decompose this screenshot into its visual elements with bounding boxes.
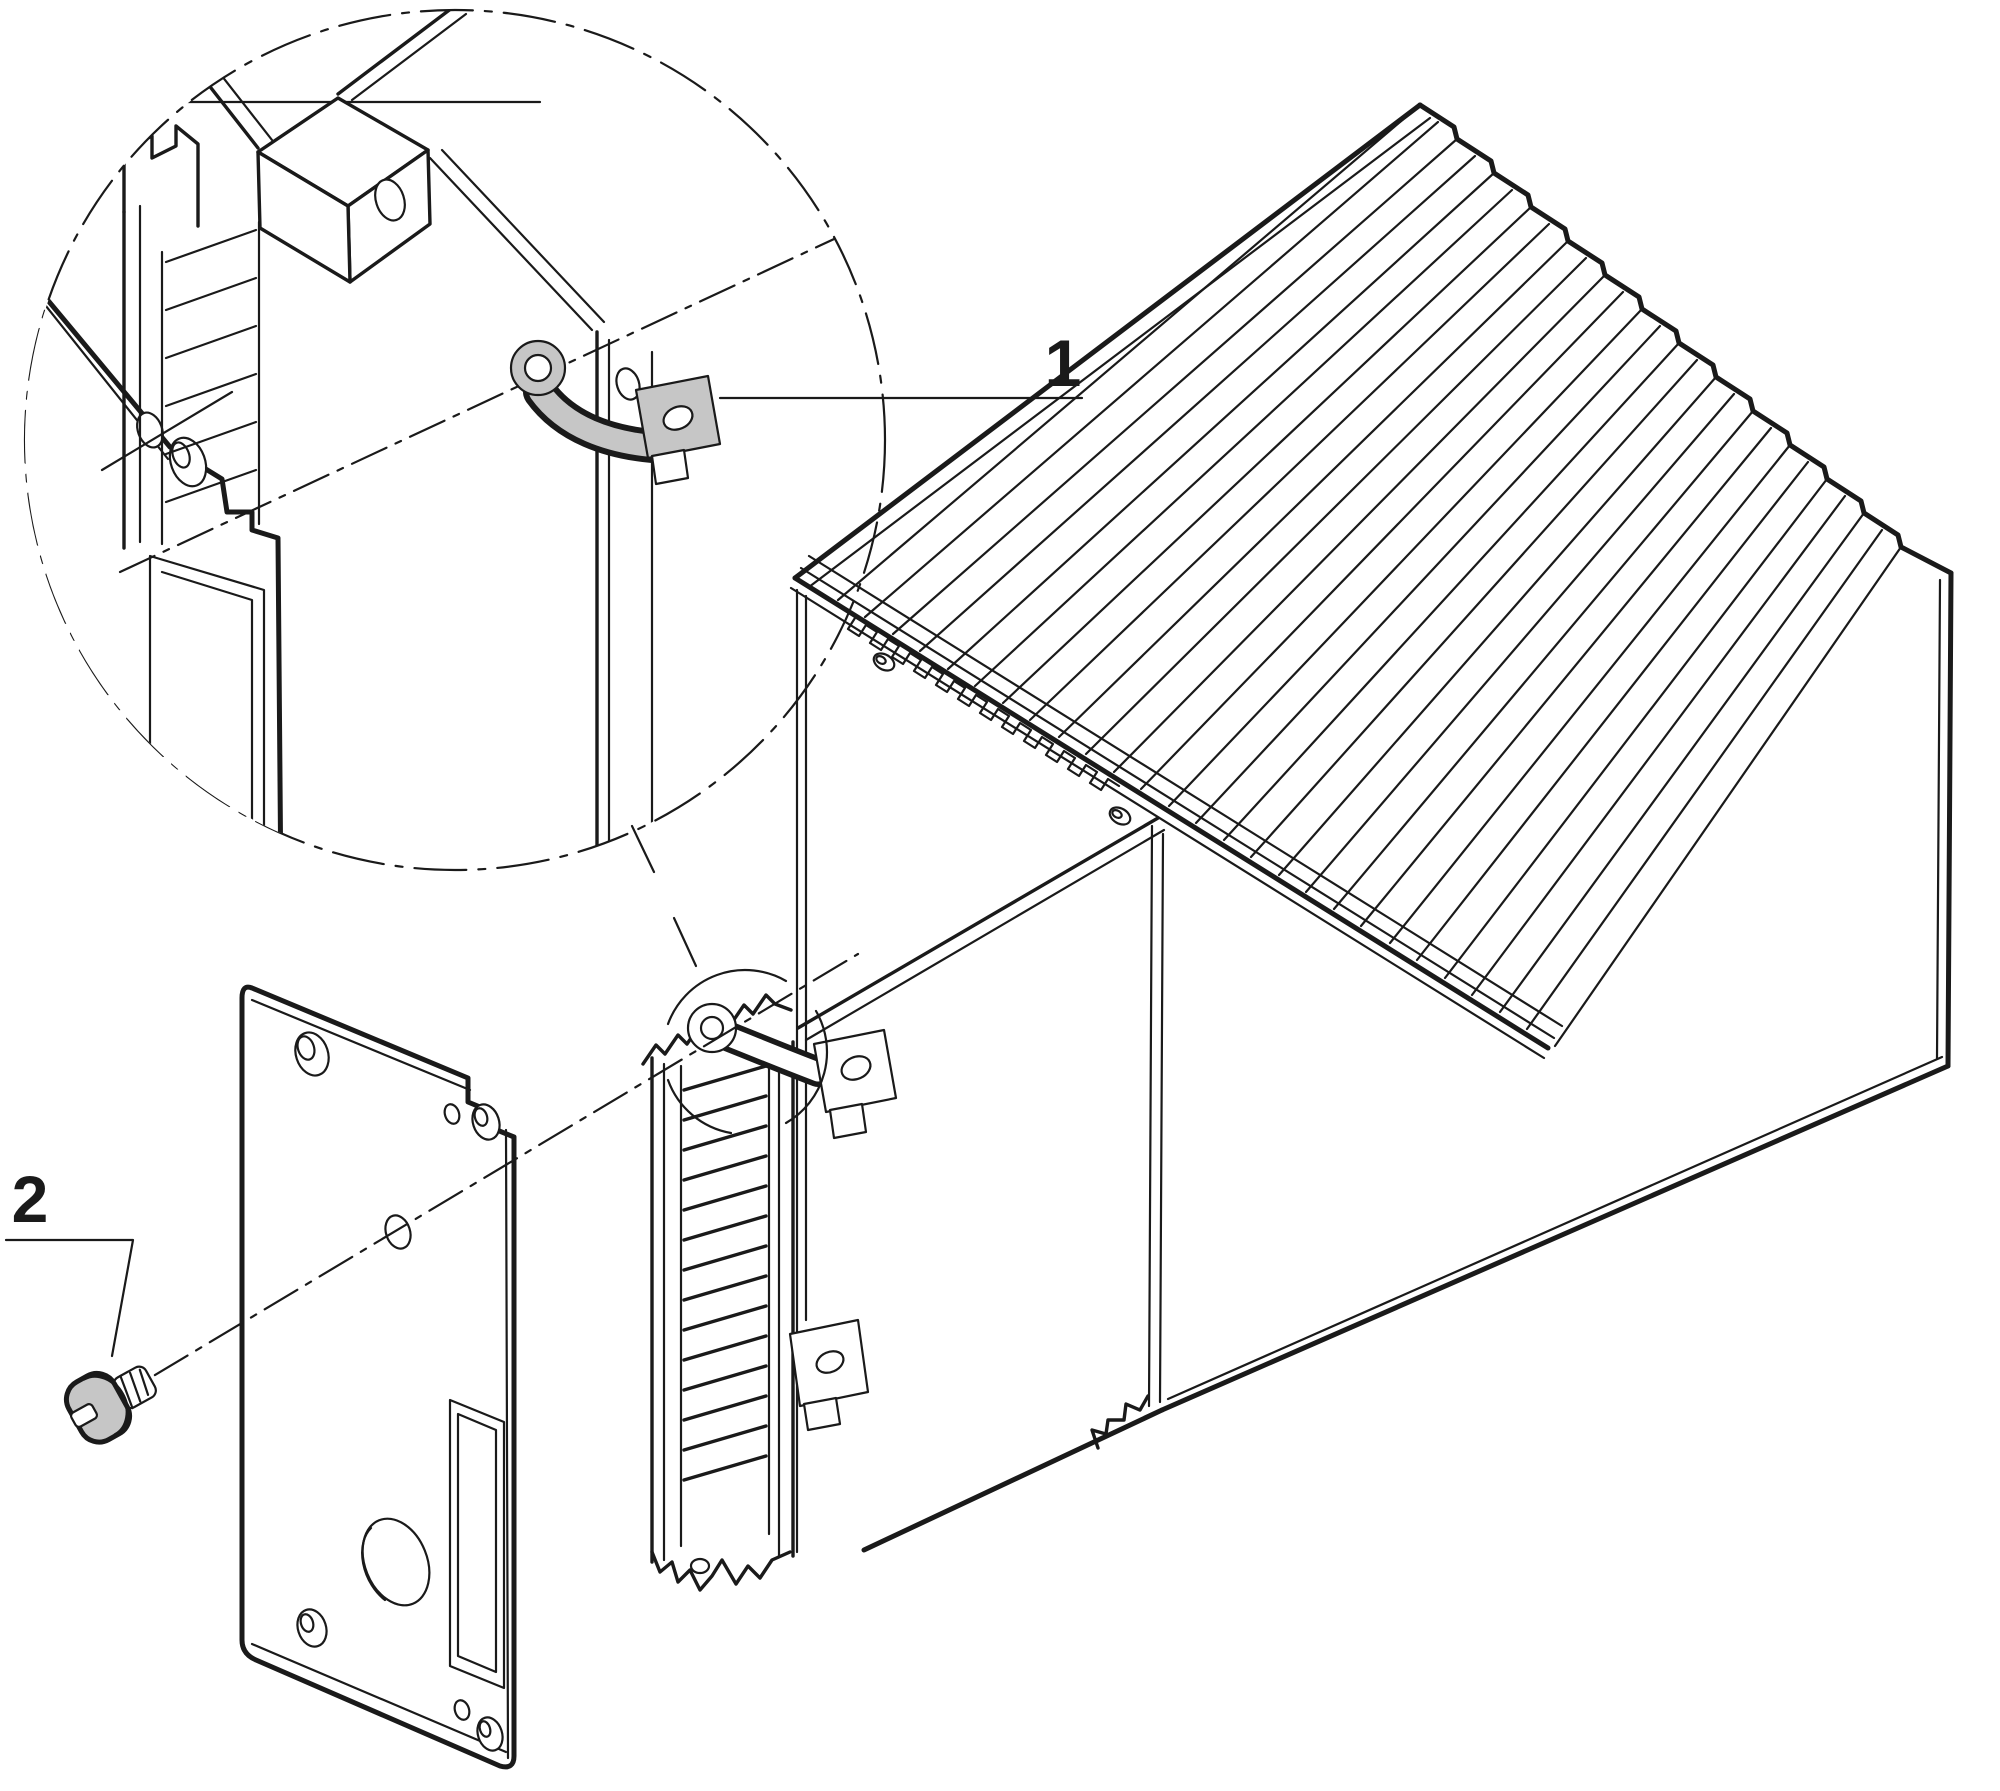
callout-2-leader — [4, 1238, 135, 1358]
detail-pcb-edge — [428, 148, 654, 870]
panel-large-hole — [361, 1517, 431, 1607]
front-panel-outline — [239, 984, 517, 1770]
detail-card-guide-rail — [122, 124, 261, 550]
lower-mounting-ear — [788, 1318, 870, 1432]
detail-connector-lines — [630, 824, 698, 968]
centre-line — [98, 952, 860, 1410]
detail-view-contents — [25, 10, 864, 870]
pcb-edge-lines — [796, 816, 1166, 1042]
detail-centre-line — [118, 224, 864, 574]
panel-hole — [471, 1103, 501, 1141]
lip-screw-hole — [872, 652, 896, 672]
fin-end-serration — [1417, 102, 1954, 576]
panel-hole — [443, 1103, 461, 1125]
detail-source-circle — [666, 968, 829, 1135]
panel-hole — [296, 1608, 328, 1648]
pcb-connector-card — [641, 993, 898, 1592]
panel-slot-cutout — [448, 1398, 506, 1690]
panel-hole — [453, 1699, 471, 1721]
detail-connector-block — [256, 96, 432, 284]
fastening-screw — [63, 1365, 157, 1445]
card-guide-notches — [846, 616, 1121, 792]
callout-2-label: 2 — [12, 1162, 49, 1236]
bottom-profile-detail — [1090, 1394, 1150, 1450]
callout-2: 2 — [4, 1162, 135, 1358]
fixing-bracket-detail — [509, 339, 722, 486]
heatsink-fins — [836, 103, 1903, 1048]
front-panel — [239, 984, 517, 1770]
panel-hole — [476, 1716, 504, 1752]
connector-pins — [679, 1046, 771, 1548]
finned-heatsink-enclosure — [789, 102, 1954, 1554]
connector-feet — [650, 1550, 792, 1592]
detail-panel-slot — [148, 554, 266, 870]
callout-1: 1 — [718, 326, 1084, 400]
panel-hole — [294, 1031, 330, 1077]
callout-1-label: 1 — [1045, 326, 1082, 400]
lip-screw-hole — [1108, 806, 1132, 826]
screw-slot — [69, 1403, 99, 1428]
